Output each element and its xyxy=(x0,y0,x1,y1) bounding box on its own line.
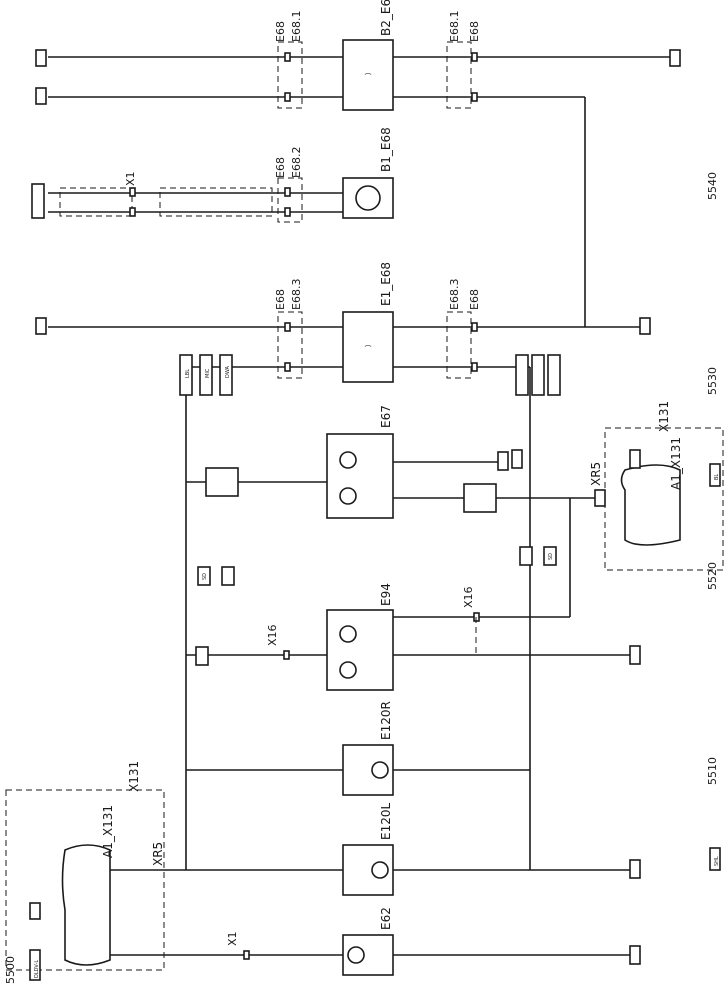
e120l-label: E120L xyxy=(379,803,393,840)
bus-sd-right: SD xyxy=(548,553,554,560)
x16-right-label: X16 xyxy=(462,586,475,608)
bus-bl: BL xyxy=(714,474,720,480)
x131-left-label: X131 xyxy=(127,761,141,792)
connector-e68-b2-left: E68 E68.1 xyxy=(274,11,303,109)
e62-label: E62 xyxy=(379,907,393,930)
sd-boxes: SD SD xyxy=(197,546,557,586)
component-e1: ⌒ E1_E68 xyxy=(342,262,394,383)
ground-terminals xyxy=(511,449,641,469)
xr5-right-label: XR5 xyxy=(589,462,603,486)
connector-e68-e1-left: E68 E68.3 xyxy=(274,279,303,379)
component-e120l: E120L SHL xyxy=(110,803,721,896)
b1-label: B1_E68 xyxy=(379,127,393,172)
page-scale: 5540 5530 5520 5510 5500 DLDV-L xyxy=(4,172,719,984)
scale-5500: 5500 xyxy=(4,956,17,984)
e68-label: E68 xyxy=(274,21,287,42)
e68-e1-label: E68 xyxy=(274,289,287,310)
a1-right-label: A1_X131 xyxy=(669,437,683,490)
xr5-left-label: XR5 xyxy=(151,842,165,866)
e68-3-label: E68.3 xyxy=(290,279,303,310)
component-b1: B1_E68 xyxy=(342,127,394,219)
x1-upper-label: X1 xyxy=(124,171,137,186)
e68-3-right-label: E68.3 xyxy=(448,279,461,310)
b2-label: B2_E68 xyxy=(379,0,393,36)
circuit-b2-lower xyxy=(35,87,586,327)
scale-5530: 5530 xyxy=(706,367,719,395)
e67-label: E67 xyxy=(379,405,393,428)
left-bus: LBL MIC DWA xyxy=(179,354,233,870)
component-a1-left: A1_X131 X131 XR5 xyxy=(5,761,165,971)
component-a1-right: A1_X131 X131 XR5 BL xyxy=(589,401,724,571)
connector-e68-b2-right: E68.1 E68 xyxy=(446,11,481,109)
right-bus xyxy=(515,354,600,870)
scale-5510: 5510 xyxy=(706,757,719,785)
circuit-e1-upper xyxy=(35,317,651,335)
e68-1-right-label: E68.1 xyxy=(448,11,461,42)
e1-label: E1_E68 xyxy=(379,262,393,306)
circuit-b1: X1 xyxy=(31,171,343,219)
bus-sd-left: SD xyxy=(202,573,208,580)
connector-e68-b1: E68 E68.2 xyxy=(274,147,303,223)
connector-e68-e1-right: E68.3 E68 xyxy=(446,279,481,379)
component-e67: E67 xyxy=(186,405,530,519)
component-b2: ⌒ B2_E68 xyxy=(342,0,394,111)
e94-label: E94 xyxy=(379,583,393,606)
bus-dldv: DLDV-L xyxy=(34,960,40,978)
e68-right-label: E68 xyxy=(468,21,481,42)
e68-e1-right-label: E68 xyxy=(468,289,481,310)
bus-shl: SHL xyxy=(714,856,720,866)
bus-mic: MIC xyxy=(205,368,211,378)
bus-dwa: DWA xyxy=(225,365,231,378)
component-e62: E62 X1 xyxy=(110,907,641,976)
e68-1-label: E68.1 xyxy=(290,11,303,42)
component-e120r: E120R xyxy=(186,701,530,796)
e120r-label: E120R xyxy=(379,701,393,740)
x131-right-label: X131 xyxy=(657,401,671,432)
component-e94: E94 X16 X16 xyxy=(186,583,641,691)
bus-lbl: LBL xyxy=(185,369,191,378)
x1-lower-label: X1 xyxy=(226,931,239,946)
scale-5540: 5540 xyxy=(706,172,719,200)
x16-left-label: X16 xyxy=(266,624,279,646)
a1-left-label: A1_X131 xyxy=(101,805,115,858)
e68-b1-label: E68 xyxy=(274,157,287,178)
svg-text:⌒: ⌒ xyxy=(365,73,372,81)
circuit-b2-upper xyxy=(35,49,681,67)
scale-5520: 5520 xyxy=(706,562,719,590)
svg-text:⌒: ⌒ xyxy=(365,345,372,353)
e68-2-label: E68.2 xyxy=(290,147,303,178)
